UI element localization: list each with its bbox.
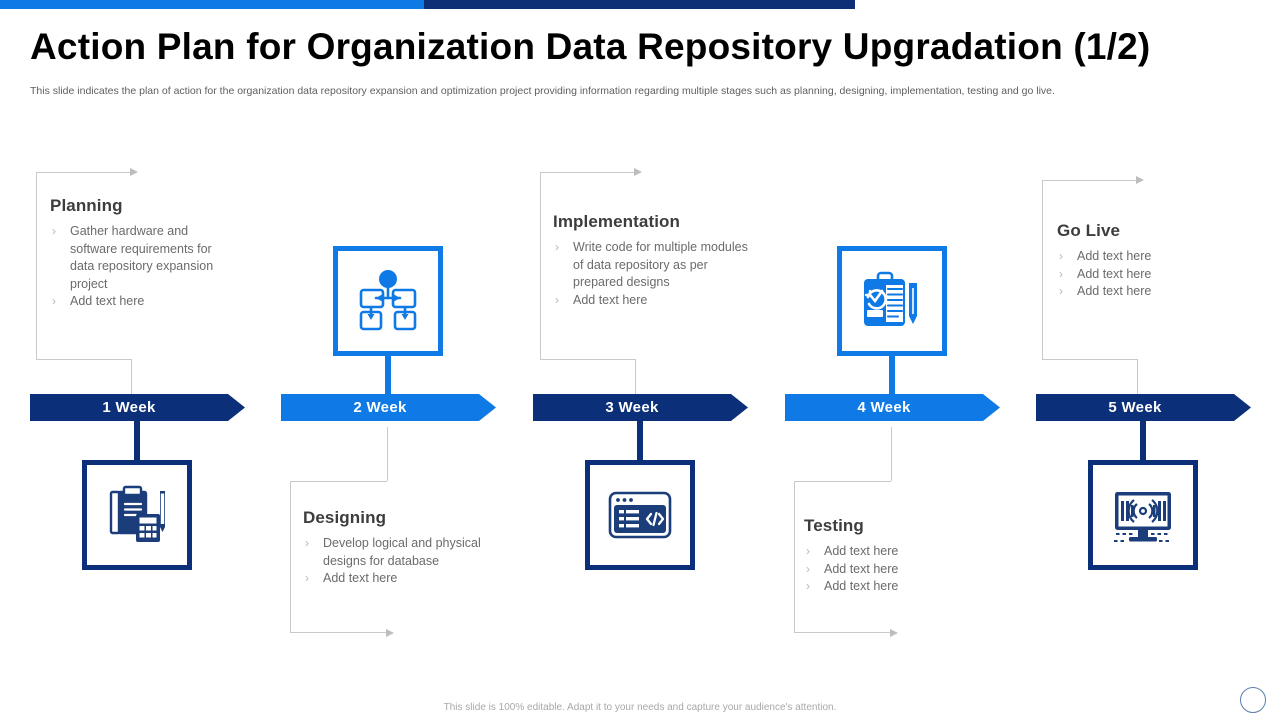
callout-implementation-title: Implementation <box>553 212 681 231</box>
chevron-right-icon: › <box>1059 266 1063 281</box>
callout-testing-bullets: ›Add text here ›Add text here ›Add text … <box>804 543 989 596</box>
connector-implementation-drop <box>635 359 636 394</box>
flowchart-hierarchy-icon <box>359 270 417 331</box>
list-item: ›Add text here <box>303 570 488 588</box>
top-accent-bar-navy <box>424 0 855 9</box>
chevron-right-icon: › <box>806 544 810 558</box>
stem-week1 <box>134 405 140 461</box>
icon-box-implementation[interactable] <box>585 460 695 570</box>
callout-designing: Designing ›Develop logical and physical … <box>303 508 488 588</box>
connector-planning-drop <box>131 359 132 394</box>
clipboard-calculator-pencil-icon <box>109 485 165 542</box>
milestone-week-4[interactable]: 4 Week <box>785 394 1000 421</box>
stem-week2 <box>385 352 391 402</box>
connector-implementation <box>540 172 636 360</box>
list-item: ›Add text here <box>1057 248 1237 266</box>
footer-note: This slide is 100% editable. Adapt it to… <box>443 702 837 713</box>
chevron-right-icon: › <box>1059 284 1063 298</box>
connector-testing-drop <box>891 427 892 481</box>
milestone-week-4-label: 4 Week <box>857 399 911 416</box>
chevron-right-icon: › <box>555 292 559 307</box>
milestone-week-5[interactable]: 5 Week <box>1036 394 1251 421</box>
footer-circle-decoration <box>1240 687 1266 713</box>
chevron-right-icon: › <box>305 571 309 585</box>
milestone-week-2-label: 2 Week <box>353 399 407 416</box>
connector-golive-drop <box>1137 359 1138 394</box>
callout-testing-title: Testing <box>804 516 864 535</box>
list-item: ›Add text here <box>553 292 753 310</box>
callout-planning: Planning ›Gather hardware and software r… <box>50 196 235 311</box>
list-item: ›Add text here <box>804 561 989 579</box>
chevron-right-icon: › <box>555 240 559 254</box>
icon-box-designing[interactable] <box>333 246 443 356</box>
connector-implementation-arrowhead <box>634 167 642 176</box>
connector-testing-arrowhead <box>890 628 898 637</box>
list-item: ›Add text here <box>804 578 989 596</box>
callout-implementation: Implementation ›Write code for multiple … <box>553 212 753 309</box>
milestone-week-1[interactable]: 1 Week <box>30 394 245 421</box>
chevron-right-icon: › <box>1059 249 1063 263</box>
clipboard-check-pen-icon <box>864 271 917 326</box>
icon-box-testing[interactable] <box>837 246 947 356</box>
connector-testing <box>794 481 891 633</box>
list-item: ›Add text here <box>1057 283 1237 301</box>
callout-planning-title: Planning <box>50 196 123 215</box>
list-item: ›Write code for multiple modules of data… <box>555 240 748 289</box>
connector-designing-arrowhead <box>386 628 394 637</box>
connector-golive-arrowhead <box>1136 175 1144 184</box>
milestone-week-3[interactable]: 3 Week <box>533 394 748 421</box>
stem-week5 <box>1140 405 1146 461</box>
icon-box-golive[interactable] <box>1088 460 1198 570</box>
top-accent-bar-blue <box>0 0 424 9</box>
stem-week4 <box>889 352 895 402</box>
chevron-right-icon: › <box>806 579 810 593</box>
milestone-week-5-label: 5 Week <box>1108 399 1162 416</box>
connector-planning <box>36 172 132 360</box>
chevron-right-icon: › <box>52 224 56 238</box>
list-item: ›Gather hardware and software requiremen… <box>52 224 214 291</box>
callout-golive-title: Go Live <box>1057 221 1121 240</box>
chevron-right-icon: › <box>305 536 309 550</box>
callout-implementation-bullets: ›Write code for multiple modules of data… <box>553 239 753 309</box>
list-item: ›Add text here <box>804 543 989 561</box>
list-item: ›Develop logical and physical designs fo… <box>305 536 481 568</box>
chevron-right-icon: › <box>806 561 810 576</box>
code-window-icon <box>608 491 672 539</box>
callout-golive-bullets: ›Add text here ›Add text here ›Add text … <box>1057 248 1237 301</box>
milestone-week-3-label: 3 Week <box>605 399 659 416</box>
chevron-right-icon: › <box>52 294 56 308</box>
callout-golive: Go Live ›Add text here ›Add text here ›A… <box>1057 221 1237 301</box>
callout-planning-bullets: ›Gather hardware and software requiremen… <box>50 223 235 311</box>
milestone-week-2[interactable]: 2 Week <box>281 394 496 421</box>
connector-designing <box>290 481 387 633</box>
list-item: ›Add text here <box>1057 266 1237 284</box>
stem-week3 <box>637 405 643 461</box>
page-title: Action Plan for Organization Data Reposi… <box>30 26 1151 67</box>
callout-testing: Testing ›Add text here ›Add text here ›A… <box>804 516 989 596</box>
callout-designing-bullets: ›Develop logical and physical designs fo… <box>303 535 488 588</box>
milestone-week-1-label: 1 Week <box>102 399 156 416</box>
connector-planning-arrowhead <box>130 167 138 176</box>
connector-designing-drop <box>387 427 388 481</box>
page-subtitle: This slide indicates the plan of action … <box>30 85 1055 97</box>
connector-golive <box>1042 180 1138 360</box>
callout-designing-title: Designing <box>303 508 387 527</box>
list-item: ›Add text here <box>50 293 235 311</box>
icon-box-planning[interactable] <box>82 460 192 570</box>
monitor-broadcast-icon <box>1114 492 1172 542</box>
